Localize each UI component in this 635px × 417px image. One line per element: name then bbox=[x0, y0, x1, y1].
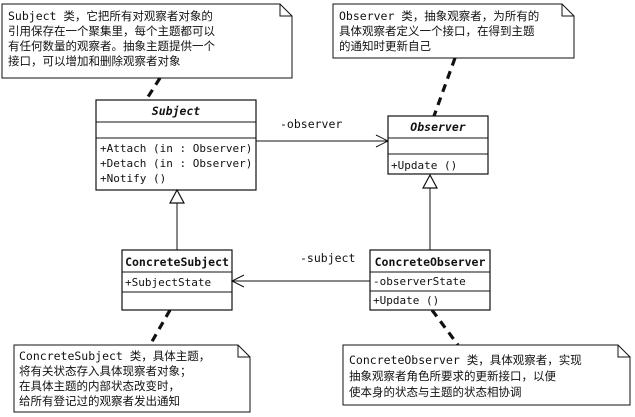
note-concrete-observer-line-3: 使本身的状态与主题的状态相协调 bbox=[349, 385, 522, 399]
note-concrete-subject-line-3: 在具体主题的内部状态改变时， bbox=[19, 379, 180, 393]
note-connector-concrete-observer bbox=[430, 309, 460, 346]
note-concrete-subject-line-2: 将有关状态存入具体现察者对象； bbox=[19, 364, 192, 378]
note-observer-line-2: 具体观察者定义一个接口，在得到主题 bbox=[339, 24, 535, 38]
class-subject-operation: +Attach (in : Observer) bbox=[100, 142, 252, 155]
note-concrete-subject-line-4: 给所有登记过的观察者发出通知 bbox=[19, 394, 180, 408]
note-subject-line-1: Subject 类，它把所有对观察者对象的 bbox=[8, 9, 213, 23]
note-concrete-observer: ConcreteObserver 类，具体观察者，实现 抽象观察者角色所要求的更… bbox=[342, 344, 631, 406]
note-observer-line-3: 的通知时更新自己 bbox=[339, 39, 431, 53]
class-observer-name: Observer bbox=[410, 120, 465, 134]
association-role-observer: -observer bbox=[280, 117, 342, 131]
class-subject-operation: +Detach (in : Observer) bbox=[100, 157, 252, 170]
generalization-concretesubject-subject bbox=[168, 188, 186, 250]
class-concrete-subject-attribute: +SubjectState bbox=[125, 276, 211, 289]
class-concrete-observer-operation: +Update () bbox=[373, 294, 439, 307]
note-subject: Subject 类，它把所有对观察者对象的 引用保存在一个聚集里，每个主题都可以… bbox=[1, 3, 293, 79]
class-subject-name: Subject bbox=[152, 104, 201, 118]
class-observer-operation: +Update () bbox=[391, 159, 457, 172]
class-subject[interactable]: Subject +Attach (in : Observer) +Detach … bbox=[95, 99, 257, 191]
class-concrete-observer-name: ConcreteObserver bbox=[375, 255, 486, 269]
class-concrete-subject-name: ConcreteSubject bbox=[125, 255, 229, 269]
note-concrete-observer-line-2: 抽象观察者角色所要求的更新接口，以便 bbox=[349, 369, 556, 383]
class-concrete-observer[interactable]: ConcreteObserver -observerState +Update … bbox=[369, 249, 491, 311]
association-subject-observer: -observer bbox=[256, 117, 390, 148]
note-connector-subject bbox=[144, 77, 162, 101]
note-concrete-subject: ConcreteSubject 类，具体主题， 将有关状态存入具体现察者对象； … bbox=[13, 344, 251, 413]
class-concrete-subject[interactable]: ConcreteSubject +SubjectState bbox=[121, 249, 233, 311]
association-concreteobserver-concretesubject: -subject bbox=[230, 251, 370, 288]
class-observer[interactable]: Observer +Update () bbox=[387, 115, 489, 175]
generalization-concreteobserver-observer bbox=[421, 173, 439, 250]
note-connector-concrete-subject bbox=[148, 309, 172, 346]
association-role-subject: -subject bbox=[300, 251, 355, 265]
note-concrete-subject-line-1: ConcreteSubject 类，具体主题， bbox=[19, 349, 210, 363]
note-connector-observer bbox=[432, 57, 457, 117]
class-subject-operation: +Notify () bbox=[100, 172, 166, 185]
note-observer-line-1: Observer 类，抽象观察者，为所有的 bbox=[339, 9, 539, 23]
note-observer: Observer 类，抽象观察者，为所有的 具体观察者定义一个接口，在得到主题 … bbox=[332, 3, 575, 59]
class-concrete-observer-attribute: -observerState bbox=[373, 275, 466, 288]
note-subject-line-2: 引用保存在一个聚集里，每个主题都可以 bbox=[8, 24, 215, 38]
note-subject-line-3: 有任何数量的观察者。抽象主题提供一个 bbox=[8, 39, 215, 53]
note-concrete-observer-line-1: ConcreteObserver 类，具体观察者，实现 bbox=[349, 353, 582, 367]
note-subject-line-4: 接口，可以增加和删除观察者对象 bbox=[8, 54, 181, 68]
